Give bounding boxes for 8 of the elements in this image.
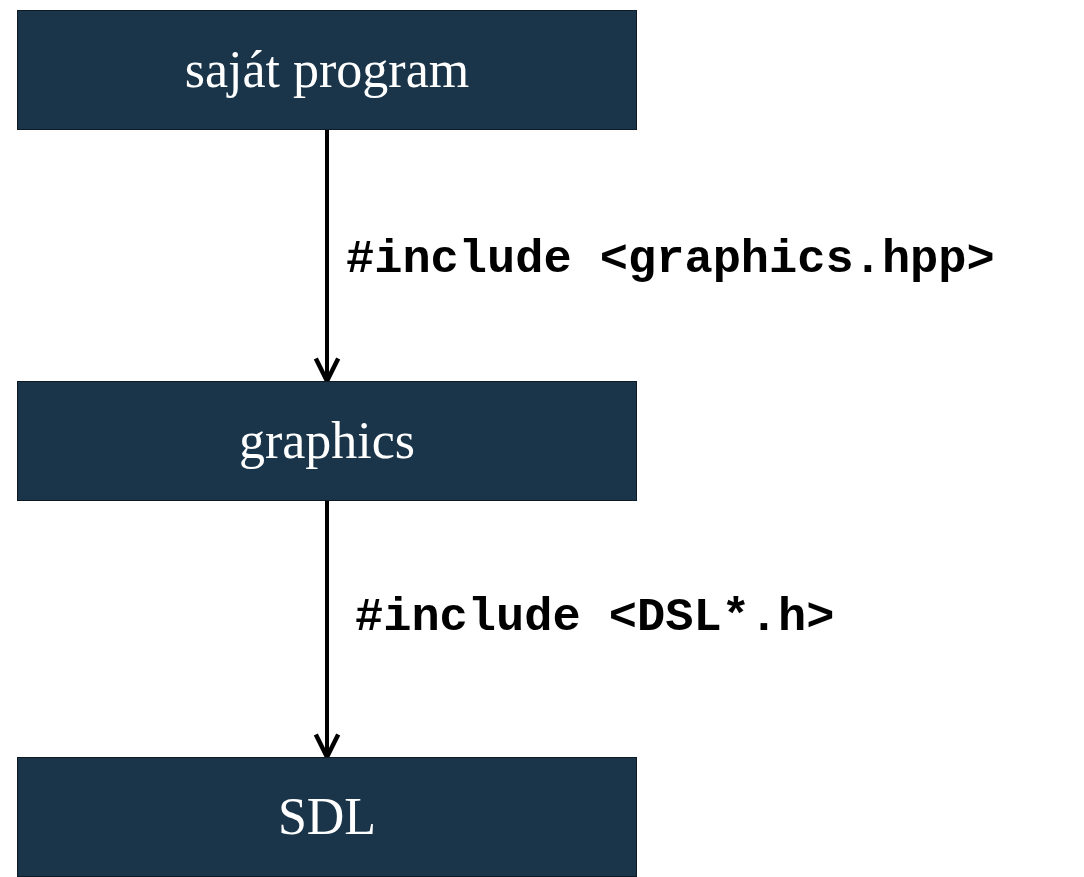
box-label: saját program [184, 44, 470, 96]
process-box [17, 10, 637, 130]
edge-label: #include <DSL*.h> [355, 594, 835, 641]
box-label: SDL [277, 791, 377, 843]
box-label: graphics [238, 415, 416, 467]
edge-label: #include <graphics.hpp> [346, 236, 995, 283]
process-box [17, 381, 637, 501]
process-box [17, 757, 637, 877]
